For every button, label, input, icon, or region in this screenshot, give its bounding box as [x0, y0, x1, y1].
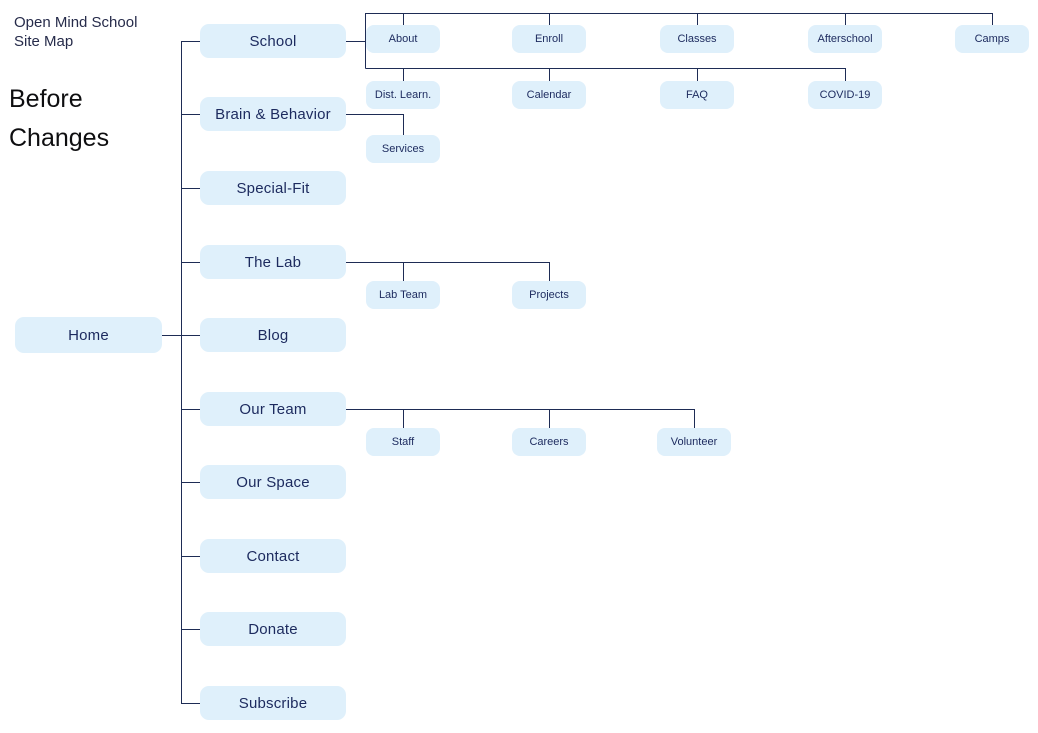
- node-projects[interactable]: Projects: [512, 281, 586, 309]
- sitemap-title-line1: Open Mind School: [14, 14, 138, 31]
- school-children-connector: [346, 13, 993, 81]
- before-changes-label: Before Changes: [9, 80, 109, 158]
- before-changes-line1: Before: [9, 85, 83, 113]
- brain-services-connector: [346, 114, 404, 135]
- sitemap-title-line2: Site Map: [14, 33, 74, 50]
- trunk-connector: [162, 41, 200, 704]
- node-our-team[interactable]: Our Team: [200, 392, 346, 426]
- node-enroll[interactable]: Enroll: [512, 25, 586, 53]
- node-covid19[interactable]: COVID-19: [808, 81, 882, 109]
- node-staff[interactable]: Staff: [366, 428, 440, 456]
- node-calendar[interactable]: Calendar: [512, 81, 586, 109]
- node-faq[interactable]: FAQ: [660, 81, 734, 109]
- node-careers[interactable]: Careers: [512, 428, 586, 456]
- node-special-fit[interactable]: Special-Fit: [200, 171, 346, 205]
- node-blog[interactable]: Blog: [200, 318, 346, 352]
- node-our-space[interactable]: Our Space: [200, 465, 346, 499]
- before-changes-line2: Changes: [9, 124, 110, 152]
- node-home[interactable]: Home: [15, 317, 162, 353]
- node-services[interactable]: Services: [366, 135, 440, 163]
- node-school[interactable]: School: [200, 24, 346, 58]
- team-children-connector: [346, 409, 695, 428]
- node-volunteer[interactable]: Volunteer: [657, 428, 731, 456]
- node-lab-team[interactable]: Lab Team: [366, 281, 440, 309]
- node-about[interactable]: About: [366, 25, 440, 53]
- sitemap-title: Open Mind School Site Map: [14, 13, 137, 51]
- lab-children-connector: [346, 262, 550, 281]
- node-dist-learn[interactable]: Dist. Learn.: [366, 81, 440, 109]
- node-contact[interactable]: Contact: [200, 539, 346, 573]
- node-brain-behavior[interactable]: Brain & Behavior: [200, 97, 346, 131]
- node-subscribe[interactable]: Subscribe: [200, 686, 346, 720]
- node-donate[interactable]: Donate: [200, 612, 346, 646]
- node-the-lab[interactable]: The Lab: [200, 245, 346, 279]
- node-classes[interactable]: Classes: [660, 25, 734, 53]
- node-afterschool[interactable]: Afterschool: [808, 25, 882, 53]
- node-camps[interactable]: Camps: [955, 25, 1029, 53]
